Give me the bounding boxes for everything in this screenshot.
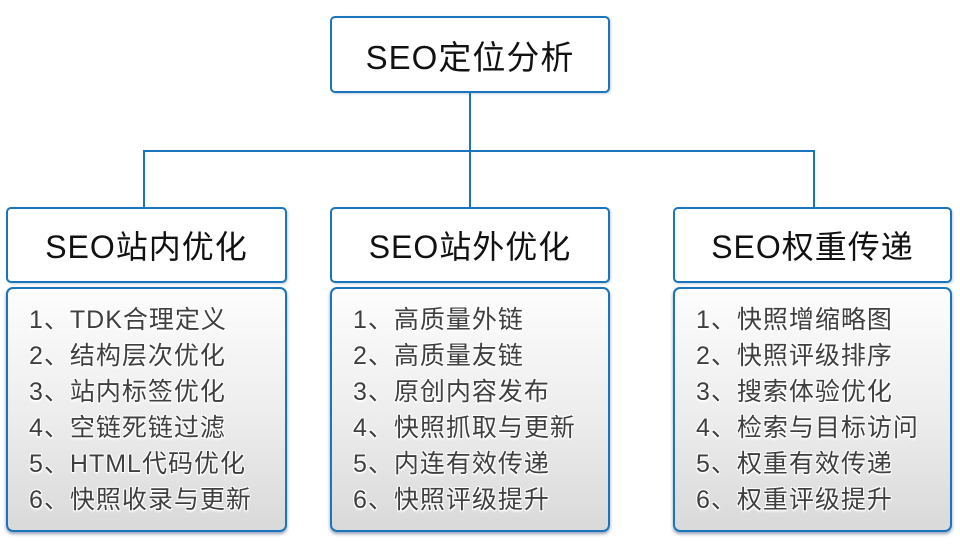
branch-onsite-header: SEO站内优化 xyxy=(6,207,287,283)
list-item: 3、原创内容发布 xyxy=(353,378,550,406)
connector-root-stem xyxy=(469,93,471,151)
list-item: 4、空链死链过滤 xyxy=(29,414,226,442)
branch-weight-header: SEO权重传递 xyxy=(673,207,952,283)
branch-onsite-list: 1、TDK合理定义 2、结构层次优化 3、站内标签优化 4、空链死链过滤 5、H… xyxy=(8,289,285,518)
list-item: 2、高质量友链 xyxy=(353,342,524,370)
branch-weight-body: 1、快照增缩略图 2、快照评级排序 3、搜索体验优化 4、检索与目标访问 5、权… xyxy=(673,287,952,532)
list-item: 3、搜索体验优化 xyxy=(696,378,893,406)
branch-weight-list: 1、快照增缩略图 2、快照评级排序 3、搜索体验优化 4、检索与目标访问 5、权… xyxy=(675,289,950,518)
list-item: 1、TDK合理定义 xyxy=(29,306,227,334)
node-root: SEO定位分析 xyxy=(330,16,610,93)
list-item: 4、检索与目标访问 xyxy=(696,414,919,442)
connector-middle-drop xyxy=(469,150,471,208)
list-item: 3、站内标签优化 xyxy=(29,378,226,406)
list-item: 6、快照收录与更新 xyxy=(29,486,252,514)
list-item: 5、权重有效传递 xyxy=(696,450,893,478)
list-item: 2、结构层次优化 xyxy=(29,342,226,370)
list-item: 4、快照抓取与更新 xyxy=(353,414,576,442)
node-root-title: SEO定位分析 xyxy=(365,38,575,76)
list-item: 2、快照评级排序 xyxy=(696,342,893,370)
list-item: 6、权重评级提升 xyxy=(696,486,893,514)
branch-offsite-list: 1、高质量外链 2、高质量友链 3、原创内容发布 4、快照抓取与更新 5、内连有… xyxy=(332,289,608,518)
branch-offsite-body: 1、高质量外链 2、高质量友链 3、原创内容发布 4、快照抓取与更新 5、内连有… xyxy=(330,287,610,532)
list-item: 5、HTML代码优化 xyxy=(29,450,246,478)
list-item: 1、高质量外链 xyxy=(353,306,524,334)
branch-offsite-header: SEO站外优化 xyxy=(330,207,610,283)
list-item: 5、内连有效传递 xyxy=(353,450,550,478)
list-item: 1、快照增缩略图 xyxy=(696,306,893,334)
connector-right-drop xyxy=(813,150,815,208)
branch-onsite-body: 1、TDK合理定义 2、结构层次优化 3、站内标签优化 4、空链死链过滤 5、H… xyxy=(6,287,287,532)
branch-weight-title: SEO权重传递 xyxy=(711,229,914,265)
list-item: 6、快照评级提升 xyxy=(353,486,550,514)
branch-offsite-title: SEO站外优化 xyxy=(368,229,572,265)
branch-onsite-title: SEO站内优化 xyxy=(45,229,248,265)
connector-horizontal xyxy=(143,150,815,152)
connector-left-drop xyxy=(143,150,145,208)
